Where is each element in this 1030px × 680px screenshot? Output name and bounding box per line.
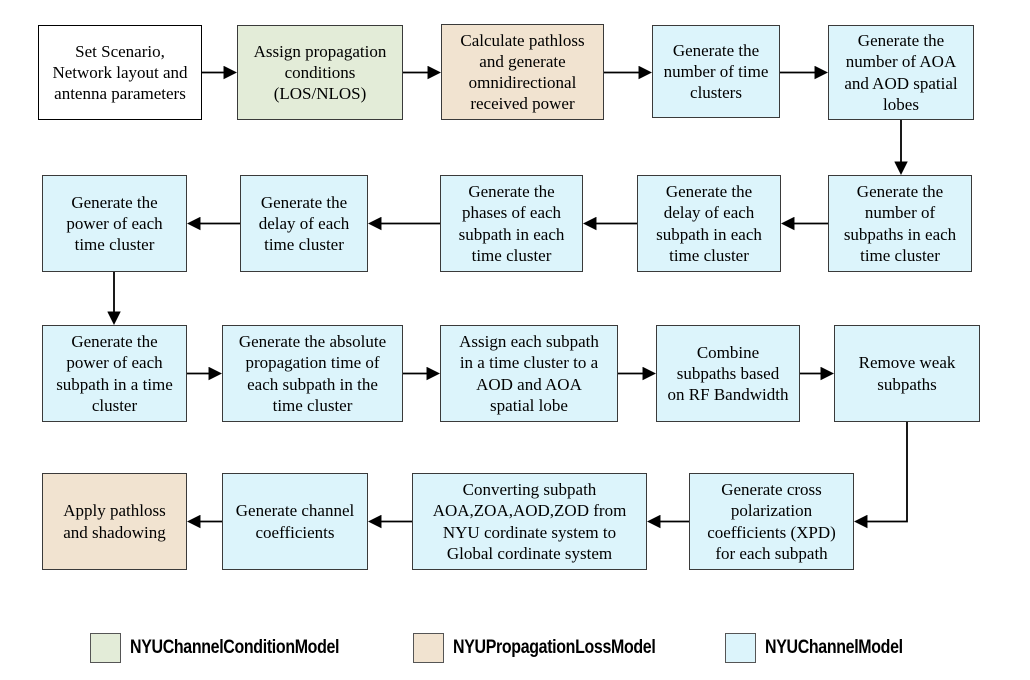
node-channel-coefficients: Generate channel coefficients [222,473,368,570]
legend-swatch-condition [90,633,121,663]
legend-item-channel-model: NYUChannelModel [725,633,929,663]
node-calculate-pathloss-label: Calculate pathloss and generate omnidire… [460,30,585,114]
node-delay-time-cluster-label: Generate the delay of each time cluster [258,192,350,255]
legend-label-channel: NYUChannelModel [765,637,903,658]
node-power-subpath: Generate the power of each subpath in a … [42,325,187,422]
node-number-time-clusters: Generate the number of time clusters [652,25,780,118]
node-remove-weak-subpaths: Remove weak subpaths [834,325,980,422]
legend-label-loss: NYUPropagationLossModel [453,637,656,658]
node-power-subpath-label: Generate the power of each subpath in a … [56,332,173,415]
node-phases-subpath-label: Generate the phases of each subpath in e… [458,182,565,265]
node-number-subpaths-label: Generate the number of subpaths in each … [843,182,957,265]
node-power-time-cluster-label: Generate the power of each time cluster [66,192,163,255]
node-absolute-propagation-time: Generate the absolute propagation time o… [222,325,403,422]
node-channel-coefficients-label: Generate channel coefficients [235,501,355,542]
node-convert-coordinates: Converting subpath AOA,ZOA,AOD,ZOD from … [412,473,647,570]
node-assign-propagation-label: Assign propagation conditions (LOS/NLOS) [253,41,387,104]
legend-item-propagation-loss-model: NYUPropagationLossModel [413,633,694,663]
node-assign-subpath-lobe-label: Assign each subpath in a time cluster to… [459,332,599,415]
node-delay-subpath-label: Generate the delay of each subpath in ea… [656,182,762,265]
node-assign-subpath-lobe: Assign each subpath in a time cluster to… [440,325,618,422]
node-power-time-cluster: Generate the power of each time cluster [42,175,187,272]
node-xpd-coefficients-label: Generate cross polarization coefficients… [707,480,836,563]
node-set-scenario-label: Set Scenario, Network layout and antenna… [52,41,188,104]
node-apply-pathloss: Apply pathloss and shadowing [42,473,187,570]
node-number-spatial-lobes-label: Generate the number of AOA and AOD spati… [844,31,958,114]
legend-item-channel-condition-model: NYUChannelConditionModel [90,633,379,663]
node-xpd-coefficients: Generate cross polarization coefficients… [689,473,854,570]
legend-swatch-channel [725,633,756,663]
node-calculate-pathloss: Calculate pathloss and generate omnidire… [441,24,604,120]
node-number-spatial-lobes: Generate the number of AOA and AOD spati… [828,25,974,120]
legend-label-condition: NYUChannelConditionModel [130,637,340,658]
node-delay-subpath: Generate the delay of each subpath in ea… [637,175,781,272]
node-phases-subpath: Generate the phases of each subpath in e… [440,175,583,272]
node-delay-time-cluster: Generate the delay of each time cluster [240,175,368,272]
node-combine-subpaths-label: Combine subpaths based on RF Bandwidth [667,342,789,405]
node-assign-propagation: Assign propagation conditions (LOS/NLOS) [237,25,403,120]
node-number-subpaths: Generate the number of subpaths in each … [828,175,972,272]
node-number-time-clusters-label: Generate the number of time clusters [663,40,769,103]
arrow-remove-weak-to-xpd [853,422,908,529]
node-convert-coordinates-label: Converting subpath AOA,ZOA,AOD,ZOD from … [432,480,627,563]
node-apply-pathloss-label: Apply pathloss and shadowing [63,501,166,542]
node-set-scenario: Set Scenario, Network layout and antenna… [38,25,202,120]
node-combine-subpaths: Combine subpaths based on RF Bandwidth [656,325,800,422]
node-absolute-propagation-time-label: Generate the absolute propagation time o… [238,332,387,415]
node-remove-weak-subpaths-label: Remove weak subpaths [858,353,956,394]
legend-swatch-loss [413,633,444,663]
